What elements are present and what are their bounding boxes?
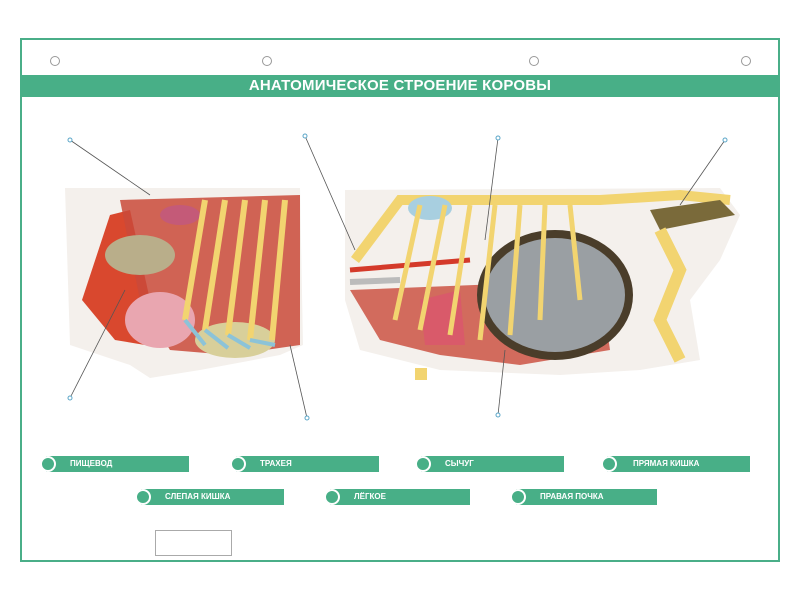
right-side-view <box>345 188 740 380</box>
label-esophagus: ПИЩЕВОД <box>40 456 189 472</box>
label-dot-icon <box>135 489 151 505</box>
label-cecum: СЛЕПАЯ КИШКА <box>135 489 284 505</box>
hanging-hole <box>741 56 751 66</box>
label-text: ТРАХЕЯ <box>260 459 292 468</box>
left-side-view <box>65 188 303 378</box>
label-rectum: ПРЯМАЯ КИШКА <box>601 456 750 472</box>
label-dot-icon <box>601 456 617 472</box>
label-trachea: ТРАХЕЯ <box>230 456 379 472</box>
label-text: ЛЁГКОЕ <box>354 492 386 501</box>
label-text: СЫЧУГ <box>445 459 474 468</box>
label-text: СЛЕПАЯ КИШКА <box>165 492 231 501</box>
pointer-dots <box>67 133 728 421</box>
label-dot-icon <box>510 489 526 505</box>
label-right-kidney: ПРАВАЯ ПОЧКА <box>510 489 657 505</box>
label-abomasum: СЫЧУГ <box>415 456 564 472</box>
leader-lines <box>69 135 726 419</box>
label-dot-icon <box>324 489 340 505</box>
label-text: ПРАВАЯ ПОЧКА <box>540 492 604 501</box>
label-dot-icon <box>415 456 431 472</box>
hanging-hole <box>262 56 272 66</box>
poster-frame <box>20 38 780 562</box>
label-lung: ЛЁГКОЕ <box>324 489 470 505</box>
label-dot-icon <box>230 456 246 472</box>
poster-title: АНАТОМИЧЕСКОЕ СТРОЕНИЕ КОРОВЫ <box>20 75 780 97</box>
hanging-hole <box>50 56 60 66</box>
label-text: ПИЩЕВОД <box>70 459 113 468</box>
blank-stamp-box <box>155 530 232 556</box>
hanging-hole <box>529 56 539 66</box>
label-dot-icon <box>40 456 56 472</box>
label-text: ПРЯМАЯ КИШКА <box>633 459 700 468</box>
